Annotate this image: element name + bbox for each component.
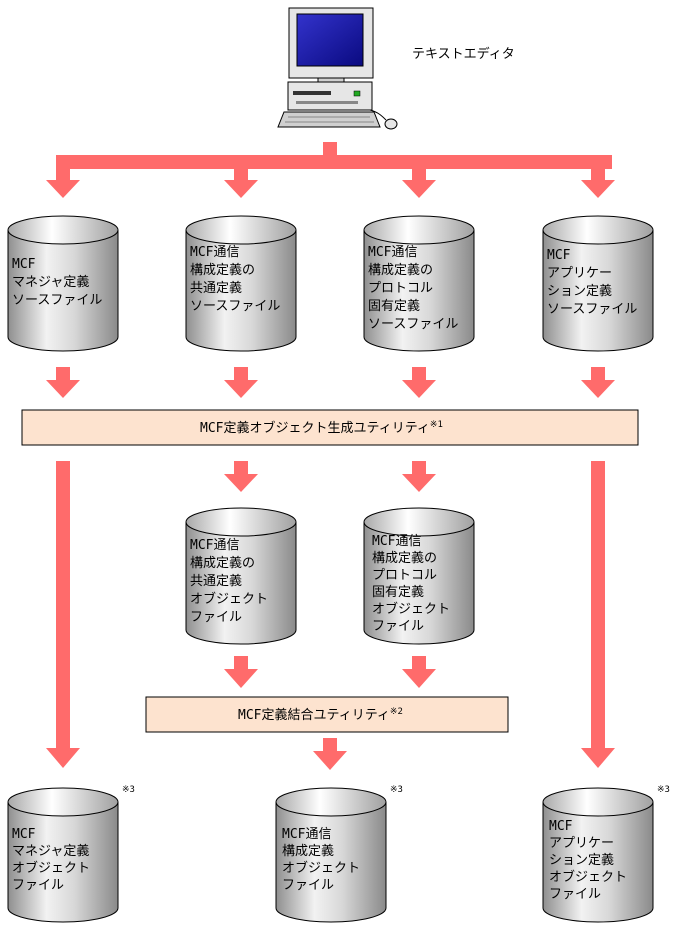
arrows-to-utility-2 bbox=[224, 656, 436, 688]
arrows-to-utility-1 bbox=[46, 367, 615, 398]
mid-object-1-line: MCF通信 bbox=[190, 538, 239, 553]
source-file-2-line: MCF通信 bbox=[190, 245, 239, 260]
distribution-arrows bbox=[46, 142, 615, 198]
source-file-4-line: ソースファイル bbox=[547, 302, 637, 317]
source-file-2-line: ソースファイル bbox=[190, 299, 280, 314]
mid-object-1-line: 共通定義 bbox=[190, 573, 242, 589]
svg-text:MCF通信構成定義の共通定義ソースファイル: MCF通信構成定義の共通定義ソースファイル bbox=[190, 245, 280, 314]
final-object-3-line: オブジェクト bbox=[549, 869, 627, 885]
source-file-3-line: MCF通信 bbox=[368, 245, 417, 260]
final-object-3-line: MCF bbox=[549, 819, 573, 834]
final-object-2-line: ファイル bbox=[282, 878, 334, 893]
mid-object-2-line: プロトコル bbox=[372, 568, 437, 583]
mid-object-2-line: 固有定義 bbox=[372, 584, 424, 600]
utility-1-box: MCF定義オブジェクト生成ユティリティ※1 bbox=[21, 409, 639, 446]
svg-text:MCF定義結合ユティリティ※2: MCF定義結合ユティリティ※2 bbox=[238, 707, 403, 723]
arrows-to-mid-objects bbox=[224, 461, 436, 492]
mid-object-2-line: 構成定義の bbox=[372, 550, 437, 566]
source-file-1-line: MCF bbox=[12, 257, 36, 272]
source-file-4-line: ション定義 bbox=[547, 283, 612, 299]
final-object-3-line: アプリケー bbox=[549, 836, 614, 851]
source-file-cylinder-1: MCF マネジャ定義ソースファイル bbox=[7, 215, 119, 352]
final-object-3-line: ファイル bbox=[549, 887, 601, 902]
source-file-3-line: ソースファイル bbox=[368, 317, 458, 332]
source-file-1-line: マネジャ定義 bbox=[12, 274, 89, 290]
utility-2-label: MCF定義結合ユティリティ bbox=[238, 707, 390, 723]
source-file-3-line: 固有定義 bbox=[368, 298, 420, 314]
source-file-3-line: プロトコル bbox=[368, 281, 433, 296]
mid-object-2-line: ファイル bbox=[372, 619, 424, 634]
final-object-2-line: 構成定義 bbox=[282, 843, 334, 859]
source-file-4-line: アプリケー bbox=[547, 266, 612, 281]
computer-icon bbox=[277, 7, 398, 130]
mid-object-cylinder-1: MCF通信構成定義の共通定義オブジェクトファイル bbox=[185, 507, 297, 645]
mid-object-1-line: 構成定義の bbox=[190, 555, 255, 571]
svg-text:MCF定義オブジェクト生成ユティリティ※1: MCF定義オブジェクト生成ユティリティ※1 bbox=[200, 420, 443, 436]
source-file-4-line: MCF bbox=[547, 248, 571, 263]
final-object-1-line: MCF bbox=[12, 827, 36, 842]
svg-text:MCF通信構成定義オブジェクトファイル: MCF通信構成定義オブジェクトファイル bbox=[282, 827, 360, 893]
source-file-cylinder-3: MCF通信構成定義のプロトコル固有定義ソースファイル bbox=[363, 215, 475, 352]
mid-object-1-line: ファイル bbox=[190, 610, 242, 625]
final-object-3-note: ※3 bbox=[657, 785, 670, 795]
utility-1-note: ※1 bbox=[430, 420, 443, 430]
svg-text:MCF通信構成定義のプロトコル固有定義オブジェクトファイル: MCF通信構成定義のプロトコル固有定義オブジェクトファイル bbox=[372, 534, 450, 634]
final-object-2-line: MCF通信 bbox=[282, 827, 331, 842]
final-object-cylinder-3: MCF アプリケーション定義オブジェクトファイル ※3 bbox=[542, 785, 670, 923]
final-object-1-line: オブジェクト bbox=[12, 860, 90, 876]
svg-text:MCF通信構成定義のプロトコル固有定義ソースファイル: MCF通信構成定義のプロトコル固有定義ソースファイル bbox=[368, 245, 458, 332]
utility-1-label: MCF定義オブジェクト生成ユティリティ bbox=[200, 420, 430, 436]
final-object-2-note: ※3 bbox=[390, 785, 403, 795]
svg-text:MCF通信構成定義の共通定義オブジェクトファイル: MCF通信構成定義の共通定義オブジェクトファイル bbox=[190, 538, 268, 625]
source-file-2-line: 共通定義 bbox=[190, 280, 242, 296]
source-file-cylinder-4: MCF アプリケーション定義ソースファイル bbox=[542, 215, 654, 352]
final-object-1-line: ファイル bbox=[12, 878, 64, 893]
mid-object-cylinder-2: MCF通信構成定義のプロトコル固有定義オブジェクトファイル bbox=[363, 507, 475, 645]
computer-label: テキストエディタ bbox=[412, 46, 515, 62]
mid-object-2-line: オブジェクト bbox=[372, 601, 450, 617]
arrow-from-utility-2 bbox=[313, 738, 347, 770]
source-file-cylinder-2: MCF通信構成定義の共通定義ソースファイル bbox=[185, 215, 297, 352]
final-object-1-note: ※3 bbox=[122, 785, 135, 795]
long-arrows bbox=[46, 461, 615, 768]
final-object-cylinder-2: MCF通信構成定義オブジェクトファイル ※3 bbox=[275, 785, 403, 923]
mid-object-2-line: MCF通信 bbox=[372, 534, 421, 549]
utility-2-box: MCF定義結合ユティリティ※2 bbox=[145, 696, 509, 733]
source-file-1-line: ソースファイル bbox=[12, 293, 102, 308]
final-object-2-line: オブジェクト bbox=[282, 860, 360, 876]
source-file-2-line: 構成定義の bbox=[190, 262, 255, 278]
utility-2-note: ※2 bbox=[390, 707, 403, 717]
final-object-1-line: マネジャ定義 bbox=[12, 843, 89, 859]
final-object-3-line: ション定義 bbox=[549, 852, 614, 868]
source-file-3-line: 構成定義の bbox=[368, 262, 433, 278]
mid-object-1-line: オブジェクト bbox=[190, 591, 268, 607]
